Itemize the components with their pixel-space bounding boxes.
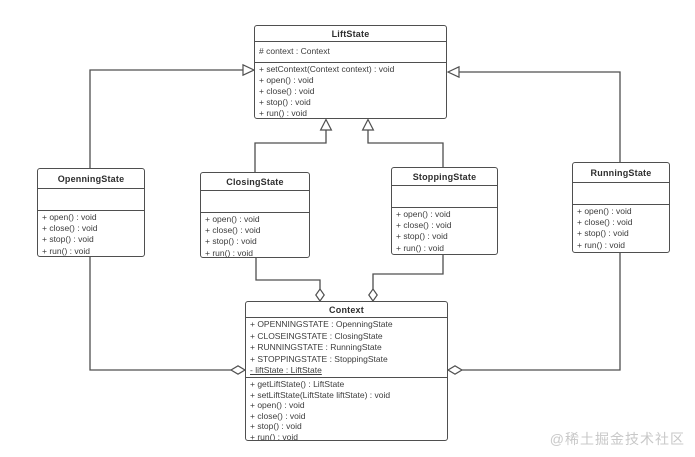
attribute: + CLOSEINGSTATE : ClosingState — [250, 330, 383, 341]
attribute: + STOPPINGSTATE : StoppingState — [250, 353, 388, 364]
method: + stop() : void — [259, 97, 311, 107]
method: + stop() : void — [250, 421, 302, 432]
hollow-diamond-icon — [229, 365, 247, 375]
method: + run() : void — [577, 239, 625, 250]
method: + close() : void — [42, 223, 98, 234]
edge-context-stoppingstate-aggregation — [368, 255, 444, 303]
class-runningstate-attributes — [573, 183, 669, 205]
method: + run() : void — [205, 247, 253, 258]
method: + open() : void — [396, 209, 451, 219]
class-runningstate-methods: + open() : void + close() : void + stop(… — [573, 205, 669, 252]
method: + close() : void — [205, 225, 261, 236]
hollow-triangle-icon — [361, 118, 375, 131]
method: + open() : void — [250, 400, 305, 411]
hollow-triangle-icon — [242, 63, 256, 77]
class-liftstate-title: LiftState — [255, 26, 446, 42]
class-runningstate: RunningState + open() : void + close() :… — [572, 162, 670, 253]
edge-context-closingstate-aggregation — [255, 258, 325, 303]
edge-closingstate-liftstate-generalization — [254, 118, 333, 172]
attribute: - liftState : LiftState — [250, 365, 322, 375]
class-stoppingstate-attributes — [392, 186, 497, 208]
method: + open() : void — [577, 206, 632, 216]
edge-openningstate-liftstate-generalization — [89, 63, 256, 168]
class-context-methods: + getLiftState() : LiftState + setLiftSt… — [246, 378, 447, 441]
class-liftstate-methods: + setContext(Context context) : void + o… — [255, 63, 446, 118]
class-stoppingstate: StoppingState + open() : void + close() … — [391, 167, 498, 255]
method: + stop() : void — [396, 231, 448, 242]
class-openningstate: OpenningState + open() : void + close() … — [37, 168, 145, 257]
method: + stop() : void — [205, 236, 257, 247]
method: + open() : void — [42, 212, 97, 222]
class-openningstate-methods: + open() : void + close() : void + stop(… — [38, 211, 144, 256]
attribute: + OPENNINGSTATE : OpenningState — [250, 319, 393, 329]
class-openningstate-attributes — [38, 189, 144, 211]
edge-stoppingstate-liftstate-generalization — [361, 118, 444, 167]
attribute: # context : Context — [259, 46, 330, 56]
attribute: + RUNNINGSTATE : RunningState — [250, 342, 382, 352]
class-liftstate-attributes: # context : Context — [255, 42, 446, 63]
hollow-diamond-icon — [368, 287, 378, 303]
class-runningstate-title: RunningState — [573, 163, 669, 183]
method: + stop() : void — [577, 228, 629, 239]
hollow-triangle-icon — [319, 118, 333, 131]
class-context: Context + OPENNINGSTATE : OpenningState … — [245, 301, 448, 441]
method: + setContext(Context context) : void — [259, 64, 395, 74]
edge-context-openningstate-aggregation — [89, 257, 247, 375]
class-liftstate: LiftState # context : Context + setConte… — [254, 25, 447, 119]
method: + run() : void — [259, 108, 307, 118]
method: + getLiftState() : LiftState — [250, 379, 345, 389]
class-openningstate-title: OpenningState — [38, 169, 144, 189]
class-closingstate-title: ClosingState — [201, 173, 309, 191]
method: + close() : void — [396, 220, 452, 231]
method: + open() : void — [259, 75, 314, 85]
method: + open() : void — [205, 214, 260, 224]
class-stoppingstate-methods: + open() : void + close() : void + stop(… — [392, 208, 497, 254]
class-closingstate-attributes — [201, 191, 309, 213]
class-closingstate: ClosingState + open() : void + close() :… — [200, 172, 310, 258]
hollow-diamond-icon — [446, 365, 464, 375]
watermark: @稀土掘金技术社区 — [549, 431, 685, 447]
method: + close() : void — [250, 410, 306, 421]
method: + run() : void — [396, 242, 444, 253]
method: + setLiftState(LiftState liftState) : vo… — [250, 389, 391, 400]
method: + run() : void — [250, 431, 298, 441]
edge-runningstate-liftstate-generalization — [446, 65, 621, 162]
class-context-attributes: + OPENNINGSTATE : OpenningState + CLOSEI… — [246, 318, 447, 378]
method: + stop() : void — [42, 234, 94, 245]
method: + run() : void — [42, 245, 90, 256]
edge-context-runningstate-aggregation — [446, 253, 621, 375]
class-closingstate-methods: + open() : void + close() : void + stop(… — [201, 213, 309, 258]
method: + close() : void — [577, 217, 633, 228]
class-stoppingstate-title: StoppingState — [392, 168, 497, 186]
class-context-title: Context — [246, 302, 447, 318]
hollow-triangle-icon — [446, 65, 460, 79]
hollow-diamond-icon — [315, 287, 325, 303]
method: + close() : void — [259, 86, 315, 96]
